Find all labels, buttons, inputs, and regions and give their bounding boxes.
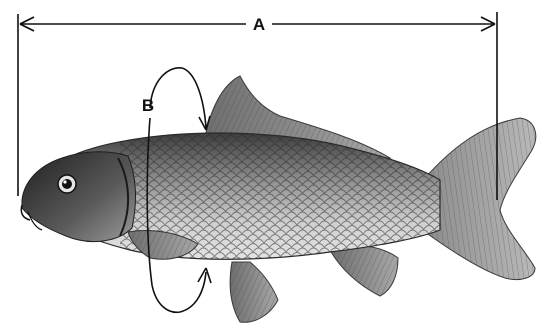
carp-fish-icon bbox=[21, 76, 536, 322]
length-label: A bbox=[253, 15, 265, 34]
girth-label: B bbox=[142, 96, 154, 115]
girth-loop-top bbox=[150, 68, 206, 128]
